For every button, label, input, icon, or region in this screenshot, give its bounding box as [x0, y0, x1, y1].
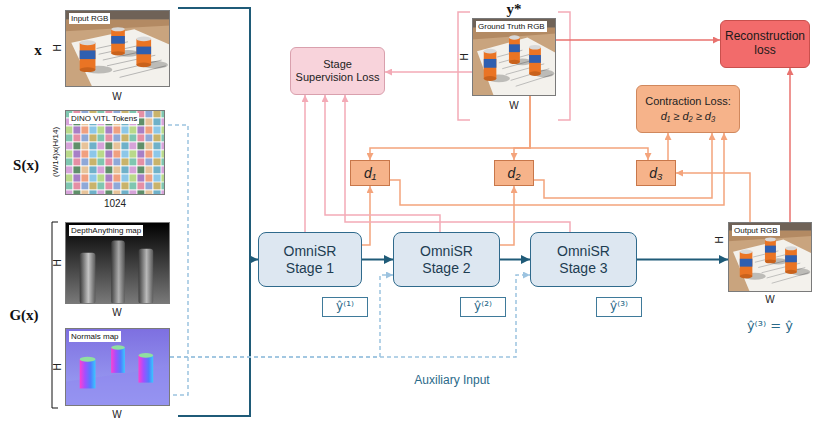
- node-text: OmniSR Stage 3: [545, 243, 622, 275]
- input-photo: [65, 10, 170, 87]
- target-bracket: [558, 12, 570, 120]
- target-bracket: [458, 12, 470, 120]
- node-text: OmniSR Stage 2: [408, 243, 485, 275]
- normals-image: [65, 328, 170, 406]
- flow-arrow: [370, 96, 530, 160]
- axis-label: H: [460, 53, 470, 60]
- image-panel: Input RGB: [65, 10, 170, 87]
- flow-arrow: [667, 133, 669, 160]
- flow-arrow: [385, 71, 472, 73]
- stage-box: OmniSR Stage 3: [530, 232, 637, 287]
- normals-map-panel: Normals map: [65, 328, 170, 406]
- depth-image: [65, 222, 170, 304]
- auxiliary-arrow: [170, 275, 393, 357]
- axis-label: H: [53, 44, 63, 51]
- distance-box: d₃: [636, 160, 676, 186]
- input-symbol: x: [34, 43, 42, 58]
- node-text: ŷ⁽³⁾: [610, 300, 628, 314]
- node-text: OmniSR Stage 1: [273, 243, 347, 275]
- loss-box: Stage Supervision Loss: [290, 47, 385, 95]
- axis-label: W: [112, 410, 121, 420]
- auxiliary-note: Auxiliary Input: [414, 374, 489, 386]
- depth-map-panel: DepthAnything map: [65, 222, 170, 304]
- loss-box: Contraction Loss: d₁ ≥ d₂ ≥ d₃: [636, 85, 740, 133]
- flow-arrow: [345, 95, 570, 232]
- flow-arrow: [362, 259, 393, 261]
- flow-arrow: [304, 95, 306, 232]
- node-text: Normals map: [69, 331, 121, 342]
- input-bracket: [178, 8, 250, 416]
- output-tag: ŷ⁽³⁾: [596, 297, 642, 317]
- flow-arrow: [514, 96, 530, 160]
- flow-arrow: [500, 186, 514, 245]
- group-bracket: [52, 222, 58, 408]
- axis-label: W: [765, 295, 774, 305]
- output-tag: ŷ⁽¹⁾: [322, 297, 368, 317]
- stage-box: OmniSR Stage 1: [258, 232, 362, 287]
- distance-box: d₂: [494, 160, 534, 186]
- loss-box: Reconstruction loss: [720, 20, 810, 68]
- input-symbol: S(x): [13, 158, 39, 173]
- node-text: Input RGB: [69, 13, 110, 24]
- output-equation: ŷ⁽³⁾ = ŷ: [747, 319, 793, 332]
- flow-arrow: [325, 95, 440, 232]
- auxiliary-arrow: [170, 275, 530, 357]
- flow-arrow: [390, 133, 724, 205]
- input-symbol: G(x): [9, 308, 38, 323]
- flow-arrow: [530, 96, 648, 160]
- image-panel: Ground Truth RGB: [472, 18, 556, 96]
- distance-box: d₁: [350, 160, 390, 186]
- axis-label: H: [53, 363, 63, 370]
- output-photo: [728, 222, 812, 292]
- node-text: Output RGB: [732, 225, 780, 236]
- flow-arrow: [676, 173, 750, 222]
- ground-truth-photo: [472, 18, 556, 96]
- node-text: DepthAnything map: [69, 225, 143, 236]
- node-text: Ground Truth RGB: [476, 21, 547, 32]
- flow-arrow: [500, 259, 530, 261]
- axis-label: (W/14)x(H/14): [52, 127, 60, 177]
- flow-arrow: [789, 68, 791, 222]
- input-arrow: [250, 259, 258, 261]
- node-text: Reconstruction loss: [725, 30, 805, 58]
- node-text: ŷ⁽²⁾: [474, 300, 492, 314]
- axis-label: W: [112, 92, 121, 102]
- stage-box: OmniSR Stage 2: [393, 232, 500, 287]
- flow-arrow: [556, 39, 720, 41]
- node-subtext: d₁ ≥ d₂ ≥ d₃: [661, 110, 716, 123]
- axis-label: H: [53, 259, 63, 266]
- node-text: d₁: [364, 165, 376, 181]
- token-grid: [65, 110, 165, 195]
- axis-label: W: [509, 101, 518, 111]
- axis-label: 1024: [104, 199, 126, 209]
- target-symbol: y*: [507, 2, 522, 17]
- image-panel: Output RGB: [728, 222, 812, 292]
- node-text: Stage Supervision Loss: [295, 58, 380, 83]
- node-text: d₂: [507, 165, 520, 181]
- auxiliary-bracket: [168, 125, 188, 395]
- node-text: Contraction Loss:: [645, 95, 731, 108]
- flow-arrow: [534, 133, 712, 198]
- output-tag: ŷ⁽²⁾: [460, 297, 506, 317]
- flow-arrow: [362, 186, 370, 245]
- axis-label: H: [715, 236, 725, 243]
- node-text: DINO VITL Tokens: [69, 113, 139, 124]
- axis-label: W: [112, 308, 121, 318]
- node-text: ŷ⁽¹⁾: [336, 300, 354, 314]
- token-grid-panel: DINO VITL Tokens: [65, 110, 165, 195]
- node-text: d₃: [649, 165, 662, 181]
- flow-arrow: [637, 259, 728, 261]
